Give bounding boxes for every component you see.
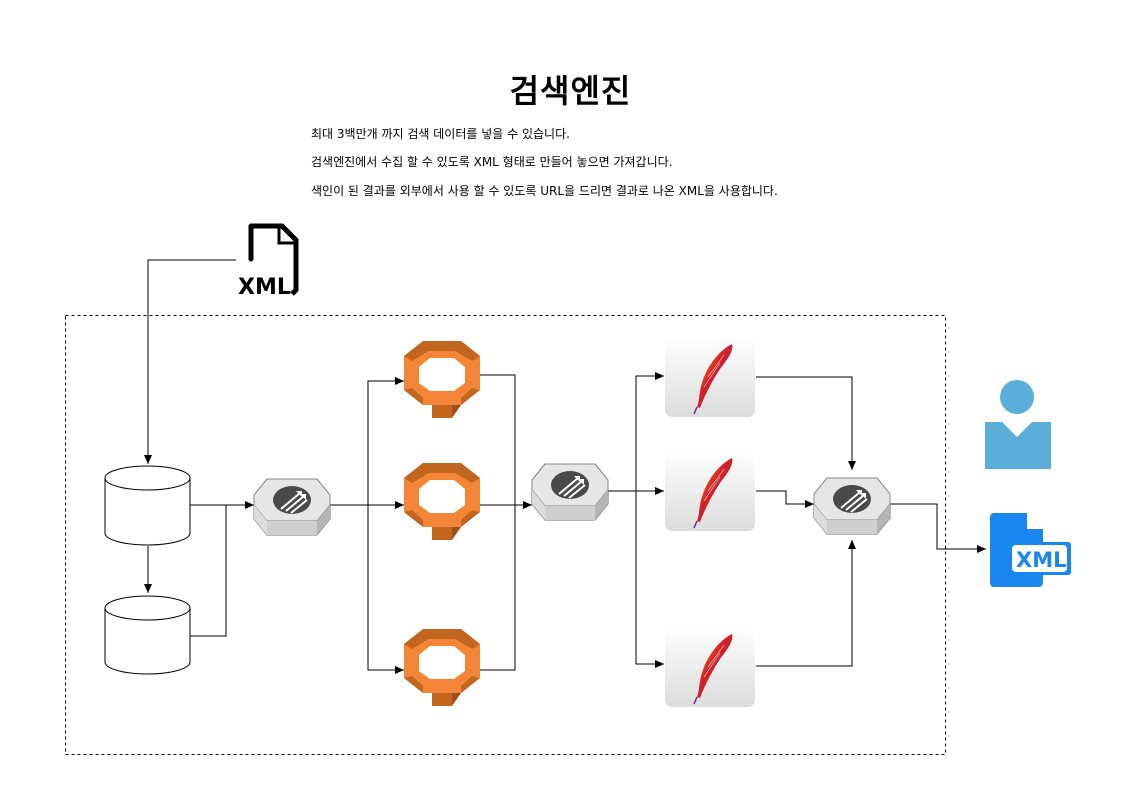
aws-server-icon-1 — [404, 341, 480, 418]
apache-feather-icon-3 — [664, 626, 756, 708]
user-icon — [985, 380, 1051, 469]
database-secondary — [104, 595, 191, 675]
xml-document-icon — [990, 513, 1071, 587]
router-icon-middle — [531, 463, 609, 521]
apache-feather-icon-1 — [664, 336, 756, 418]
description-line-1: 최대 3백만개 까지 검색 데이터를 넣을 수 있습니다. — [311, 127, 570, 141]
input-xml-label: XML — [238, 275, 291, 300]
output-xml-label: XML — [1016, 548, 1066, 572]
description-line-3: 색인이 된 결과를 외부에서 사용 할 수 있도록 URL을 드리면 결과로 나… — [311, 184, 778, 198]
apache-feather-icon-2 — [664, 450, 756, 532]
router-icon-output — [813, 477, 891, 535]
router-icon-input — [253, 478, 331, 536]
xml-file-icon — [248, 223, 299, 296]
page-title: 검색엔진 — [509, 72, 632, 110]
aws-server-icon-2 — [404, 463, 480, 540]
aws-server-icon-3 — [404, 629, 480, 706]
database-primary — [104, 465, 191, 546]
description-line-2: 검색엔진에서 수집 할 수 있도록 XML 형태로 만들어 놓으면 가져갑니다. — [311, 155, 673, 169]
system-boundary — [65, 315, 946, 755]
